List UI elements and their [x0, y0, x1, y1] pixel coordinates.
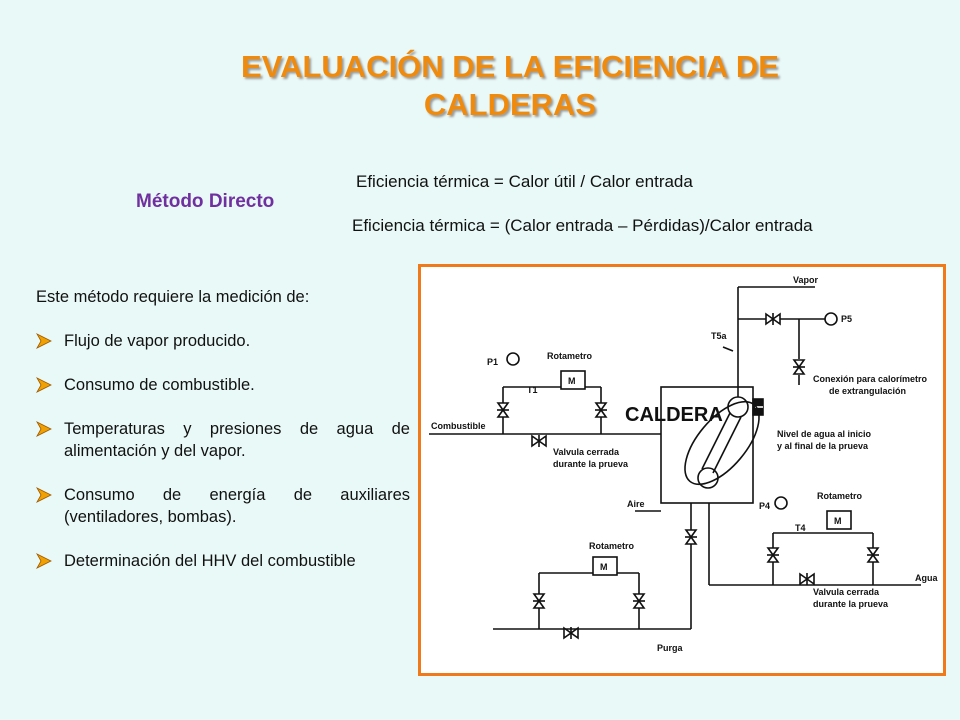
gauge-p4: [774, 496, 788, 510]
arrow-bullet-icon: [36, 487, 52, 503]
rotametro-top-label: Rotametro: [547, 351, 593, 361]
method-label: Método Directo: [136, 191, 275, 212]
tube-bundle: [684, 400, 760, 486]
valvula-water-label-2: durante la prueva: [813, 599, 889, 609]
gauge-p1: [506, 352, 520, 366]
bullet-item: Determinación del HHV del combustible: [36, 550, 410, 572]
gauge-p5: [824, 312, 838, 326]
bullet-text: Consumo de combustible.: [64, 376, 255, 394]
p5-label: P5: [841, 314, 852, 324]
equation-1: Eficiencia térmica = Calor útil / Calor …: [356, 172, 693, 191]
title-line-1: EVALUACIÓN DE LA EFICIENCIA DE: [241, 49, 779, 84]
boiler-diagram-frame: CALDERA Vapor P5 T5a Conexión para calor…: [418, 264, 946, 676]
rotameter-purge: [592, 556, 618, 576]
valvula-fuel-label-1: Valvula cerrada: [553, 447, 620, 457]
valvula-fuel-label-2: durante la prueva: [553, 459, 629, 469]
title-line-2: CALDERAS: [423, 87, 597, 122]
arrow-bullet-icon: [36, 377, 52, 393]
vapor-label: Vapor: [793, 275, 819, 285]
m-label-fuel: M: [568, 376, 576, 386]
bullet-item: Temperaturas y presiones de agua de alim…: [36, 418, 410, 462]
arrow-bullet-icon: [36, 333, 52, 349]
p4-label: P4: [759, 501, 770, 511]
nivel-label-2: y al final de la prueva: [777, 441, 869, 451]
arrow-bullet-icon: [36, 421, 52, 437]
purga-label: Purga: [657, 643, 684, 653]
valvula-water-label-1: Valvula cerrada: [813, 587, 880, 597]
arrow-bullet-icon: [36, 553, 52, 569]
m-label-purge: M: [600, 562, 608, 572]
t4-label: T4: [795, 523, 806, 533]
nivel-label-1: Nivel de agua al inicio: [777, 429, 872, 439]
combustible-label: Combustible: [431, 421, 486, 431]
bullet-item: Flujo de vapor producido.: [36, 330, 410, 352]
bullet-text: Flujo de vapor producido.: [64, 332, 251, 350]
p1-label: P1: [487, 357, 498, 367]
caldera-label: CALDERA: [625, 404, 723, 426]
equation-2: Eficiencia térmica = (Calor entrada – Pé…: [352, 216, 813, 235]
aire-label: Aire: [627, 499, 645, 509]
measurement-list: Este método requiere la medición de: Flu…: [36, 286, 410, 594]
bullet-text: Determinación del HHV del combustible: [64, 552, 356, 570]
rotametro-right-label: Rotametro: [817, 491, 863, 501]
drum-top: [727, 396, 749, 418]
rotameter-water: [826, 510, 852, 530]
rotametro-bottom-label: Rotametro: [589, 541, 635, 551]
t1-label: T1: [527, 385, 538, 395]
bullet-item: Consumo de energía de auxiliares (ventil…: [36, 484, 410, 528]
conexion-label-2: de extrangulación: [829, 386, 906, 396]
conexion-label-1: Conexión para calorímetro: [813, 374, 928, 384]
bullet-text: Temperaturas y presiones de agua de alim…: [64, 420, 410, 460]
bullet-text: Consumo de energía de auxiliares (ventil…: [64, 486, 410, 526]
bullet-list: Flujo de vapor producido. Consumo de com…: [36, 330, 410, 572]
slide-title: EVALUACIÓN DE LA EFICIENCIA DE CALDERAS: [180, 48, 840, 124]
intro-text: Este método requiere la medición de:: [36, 288, 310, 306]
boiler-diagram: CALDERA Vapor P5 T5a Conexión para calor…: [429, 275, 938, 653]
agua-label: Agua: [915, 573, 938, 583]
t5a-label: T5a: [711, 331, 728, 341]
bullet-item: Consumo de combustible.: [36, 374, 410, 396]
rotameter-fuel: [560, 370, 586, 390]
m-label-water: M: [834, 516, 842, 526]
